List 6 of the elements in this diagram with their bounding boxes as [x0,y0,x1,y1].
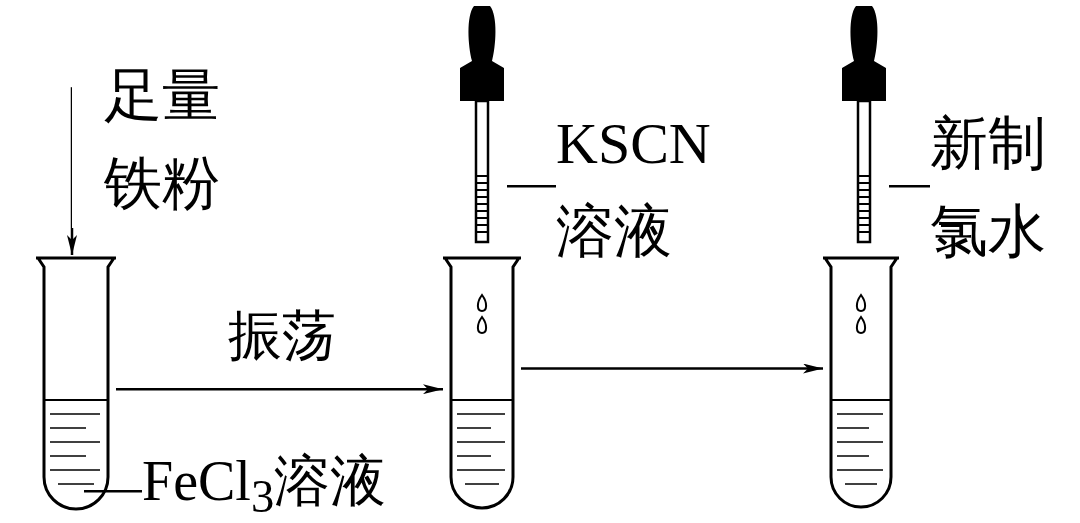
arrow [521,363,823,374]
arrow [116,384,443,395]
leader-line [84,489,142,493]
leader-line [507,185,556,188]
arrow [67,87,77,255]
leader-line [889,185,930,188]
